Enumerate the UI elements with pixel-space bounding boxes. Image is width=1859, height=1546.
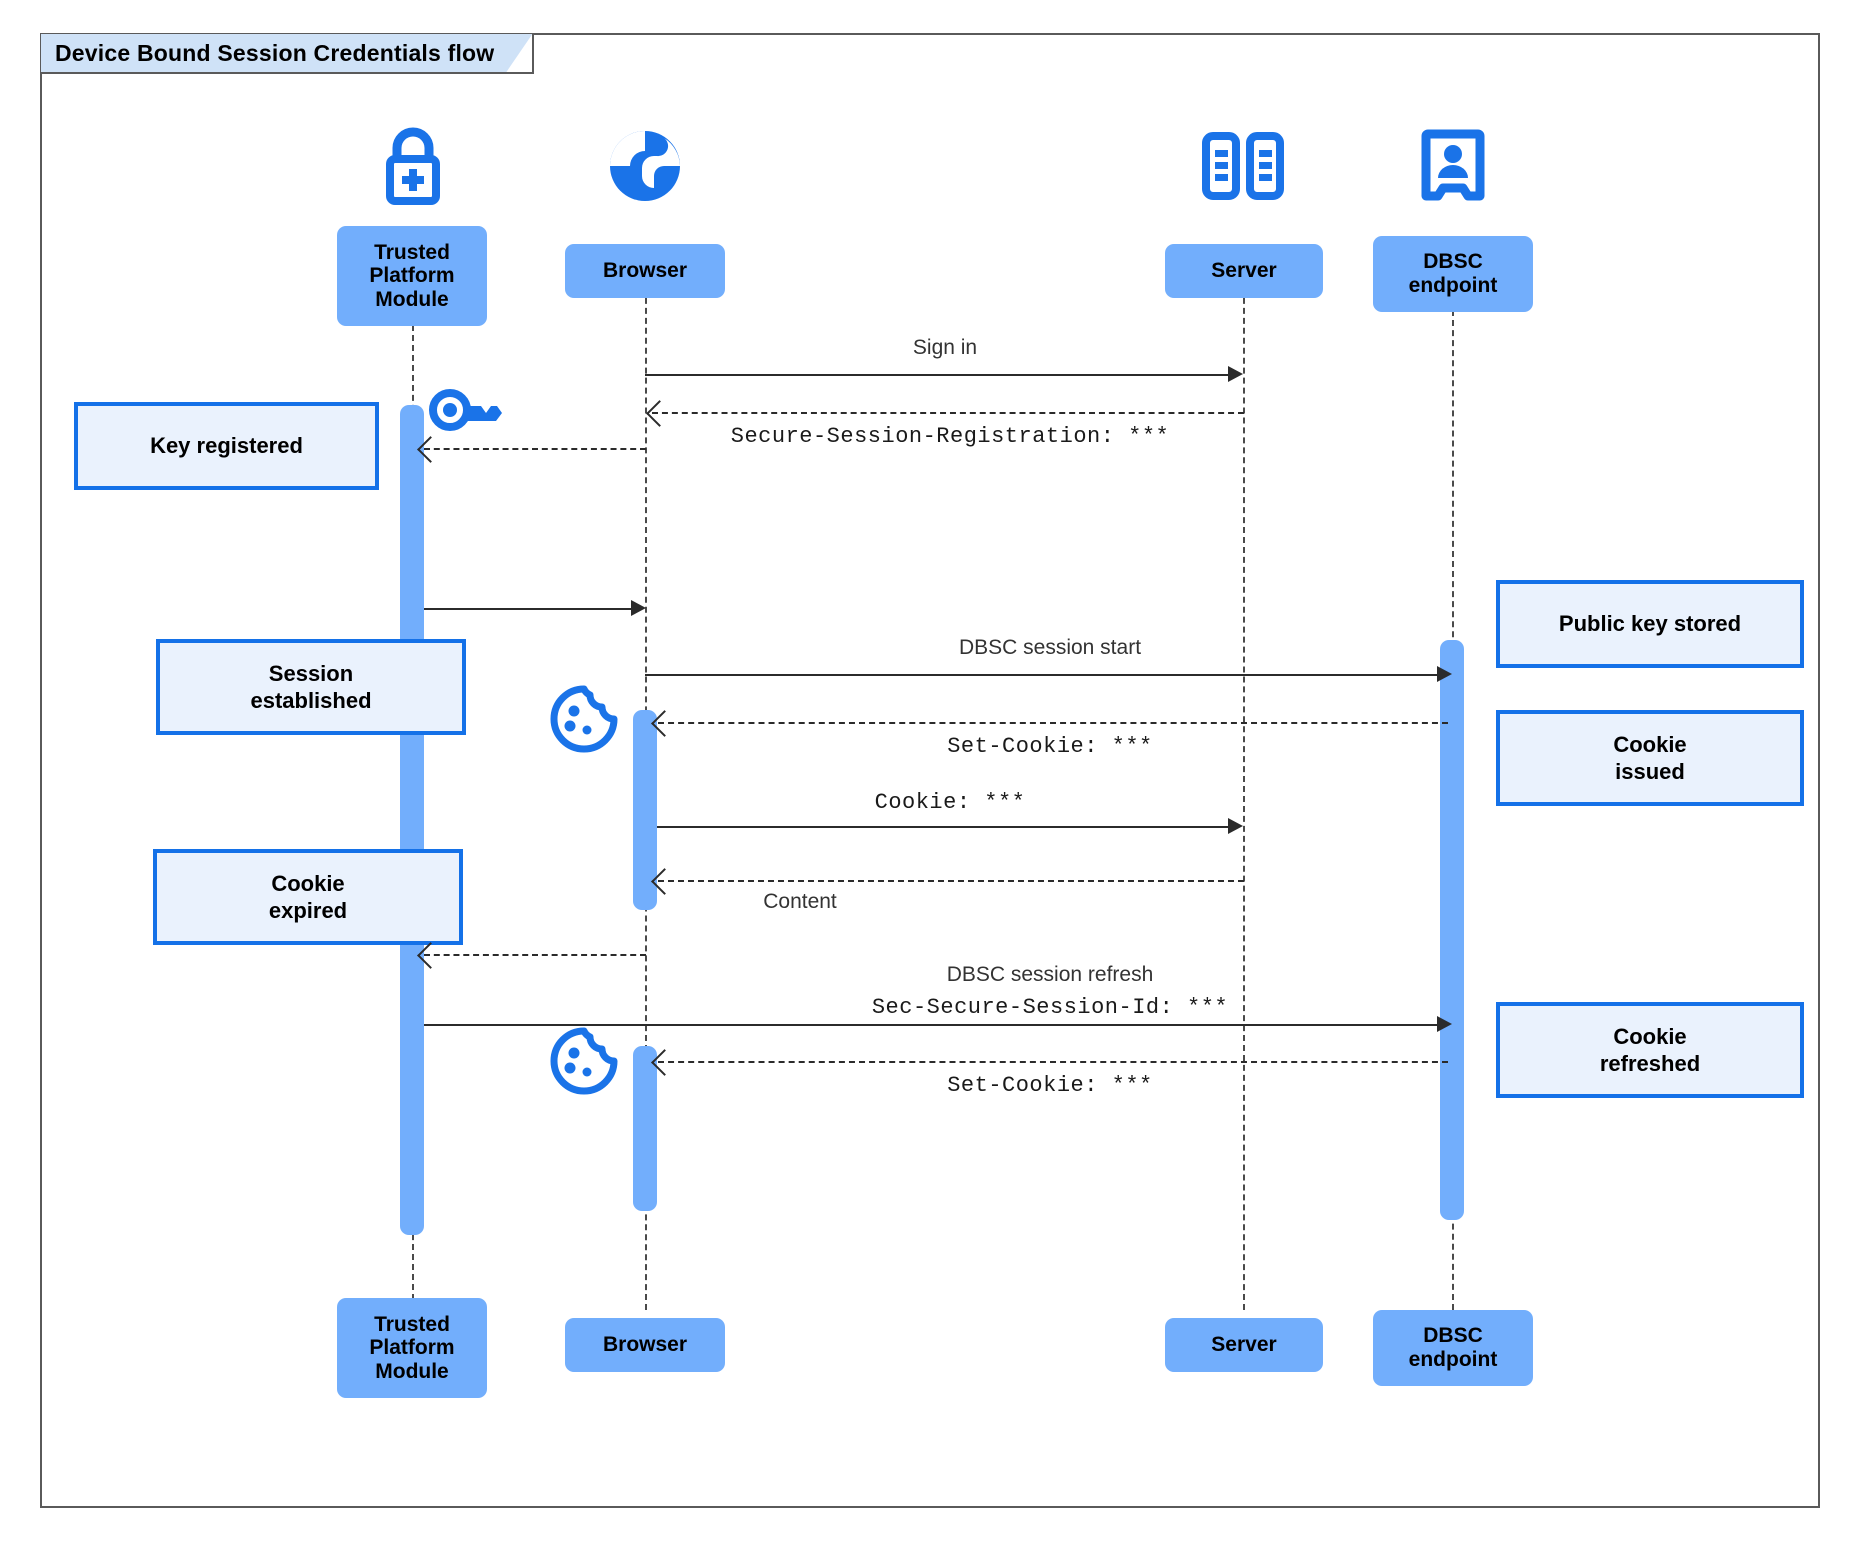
note-text: Session established [250,660,372,714]
participant-dbsc-bottom[interactable]: DBSC endpoint [1373,1310,1533,1386]
globe-icon [604,126,686,211]
participant-label: Browser [602,259,688,283]
participant-label: Trusted Platform Module [369,1312,455,1383]
diagram-frame-title: Device Bound Session Credentials flow [41,34,535,74]
message-arrow-dbsc-session-refresh [424,1024,1446,1026]
participant-tpm-top[interactable]: Trusted Platform Module [337,226,487,326]
activation-bar-browser-2 [633,1046,657,1211]
note-cookie-expired: Cookie expired [153,849,463,945]
message-label-cookie: Cookie: *** [874,790,1026,815]
message-label-content: Content [763,890,837,913]
lock-plus-icon [369,126,457,211]
participant-label: Browser [602,1333,688,1357]
participant-dbsc-top[interactable]: DBSC endpoint [1373,236,1533,312]
note-cookie-refreshed: Cookie refreshed [1496,1002,1804,1098]
message-arrow-set-cookie-1 [658,722,1448,724]
message-arrow-cookie [657,826,1237,828]
message-label-set-cookie-1: Set-Cookie: *** [947,734,1153,759]
note-text: Cookie issued [1613,731,1687,785]
participant-server-top[interactable]: Server [1165,244,1323,298]
cookie-icon [546,684,622,759]
message-arrow-browser-to-tpm-key [424,448,646,450]
participant-browser-top[interactable]: Browser [565,244,725,298]
server-rack-icon [1200,132,1286,205]
note-public-key-stored: Public key stored [1496,580,1804,668]
participant-label: DBSC endpoint [1408,250,1498,297]
note-session-established: Session established [156,639,466,735]
arrowhead-right [1228,818,1243,834]
message-label-sign-in: Sign in [912,336,978,359]
message-label-sec-secure-session-id: Sec-Secure-Session-Id: *** [871,995,1229,1020]
id-badge-icon [1420,128,1486,209]
note-key-registered: Key registered [74,402,379,490]
participant-label: Trusted Platform Module [369,240,455,311]
arrowhead-right [1228,366,1243,382]
participant-browser-bottom[interactable]: Browser [565,1318,725,1372]
message-arrow-browser-to-tpm-refresh [424,954,646,956]
activation-bar-dbsc [1440,640,1464,1220]
message-label-secure-session-registration: Secure-Session-Registration: *** [730,424,1170,449]
participant-label: DBSC endpoint [1408,1324,1498,1371]
note-text: Cookie expired [268,870,348,924]
participant-label: Server [1211,259,1277,283]
participant-label: Server [1211,1333,1277,1357]
diagram-title-text: Device Bound Session Credentials flow [55,39,495,66]
message-arrow-secure-session-registration [652,412,1244,414]
cookie-icon [546,1026,622,1101]
arrowhead-right [631,600,646,616]
lifeline-server [1243,278,1245,1310]
note-text: Public key stored [1558,611,1742,637]
key-icon [428,385,506,440]
participant-tpm-bottom[interactable]: Trusted Platform Module [337,1298,487,1398]
message-arrow-sign-in [645,374,1235,376]
arrowhead-right [1437,666,1452,682]
note-text: Key registered [150,433,303,459]
message-label-dbsc-session-start: DBSC session start [958,636,1142,659]
note-cookie-issued: Cookie issued [1496,710,1804,806]
participant-server-bottom[interactable]: Server [1165,1318,1323,1372]
title-tab-corner [506,34,533,72]
message-label-set-cookie-2: Set-Cookie: *** [947,1073,1153,1098]
activation-bar-browser-1 [633,710,657,910]
message-arrow-set-cookie-2 [658,1061,1448,1063]
message-arrow-dbsc-session-start [645,674,1445,676]
message-label-dbsc-session-refresh: DBSC session refresh [946,963,1154,986]
note-text: Cookie refreshed [1599,1023,1701,1077]
message-arrow-tpm-to-browser-key [424,608,642,610]
message-arrow-content [658,880,1244,882]
activation-bar-tpm [400,405,424,1235]
arrowhead-right [1437,1016,1452,1032]
